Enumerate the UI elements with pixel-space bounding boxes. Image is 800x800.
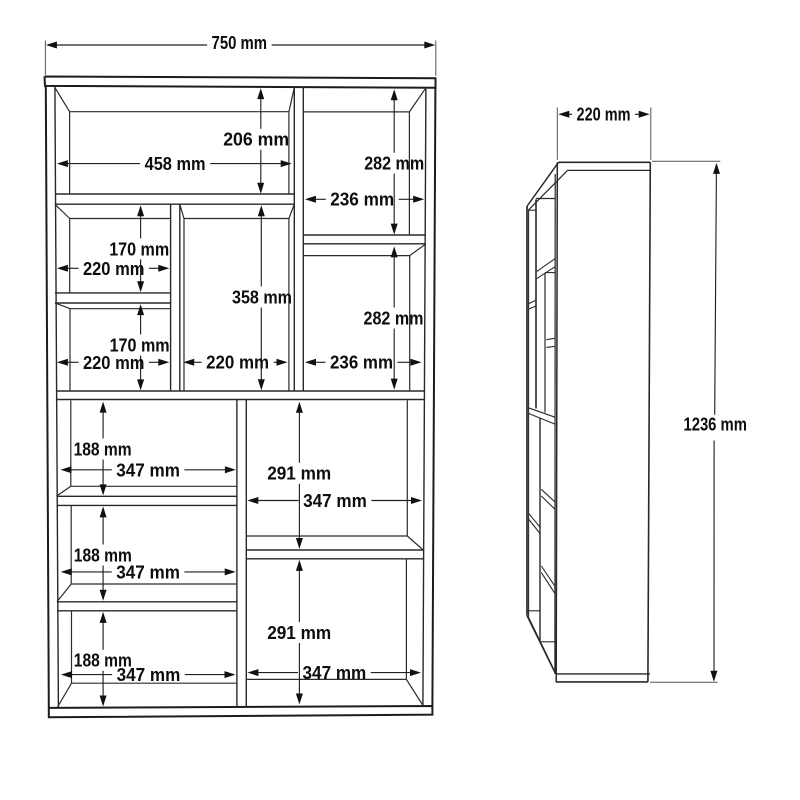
svg-text:347 mm: 347 mm — [117, 665, 181, 685]
svg-text:1236 mm: 1236 mm — [683, 415, 747, 435]
svg-text:206 mm: 206 mm — [223, 130, 289, 150]
svg-text:458 mm: 458 mm — [145, 154, 206, 174]
svg-text:347 mm: 347 mm — [303, 663, 367, 683]
svg-text:347 mm: 347 mm — [116, 461, 180, 481]
svg-text:188 mm: 188 mm — [74, 651, 132, 671]
svg-text:291 mm: 291 mm — [267, 623, 331, 643]
svg-text:291 mm: 291 mm — [267, 464, 331, 484]
svg-text:347 mm: 347 mm — [303, 491, 367, 511]
svg-text:750 mm: 750 mm — [212, 33, 268, 53]
svg-text:220 mm: 220 mm — [83, 353, 145, 373]
svg-text:188 mm: 188 mm — [74, 545, 132, 565]
svg-text:220 mm: 220 mm — [83, 259, 145, 279]
svg-text:347 mm: 347 mm — [116, 563, 180, 583]
svg-text:282 mm: 282 mm — [364, 154, 424, 174]
svg-text:358 mm: 358 mm — [232, 287, 292, 307]
svg-text:220 mm: 220 mm — [577, 105, 631, 125]
svg-text:188 mm: 188 mm — [74, 439, 132, 459]
svg-text:282 mm: 282 mm — [364, 308, 424, 328]
svg-text:170 mm: 170 mm — [109, 239, 169, 259]
svg-text:220 mm: 220 mm — [206, 353, 269, 373]
svg-text:236 mm: 236 mm — [330, 190, 394, 210]
svg-text:236 mm: 236 mm — [330, 353, 393, 373]
svg-text:170 mm: 170 mm — [110, 335, 170, 355]
